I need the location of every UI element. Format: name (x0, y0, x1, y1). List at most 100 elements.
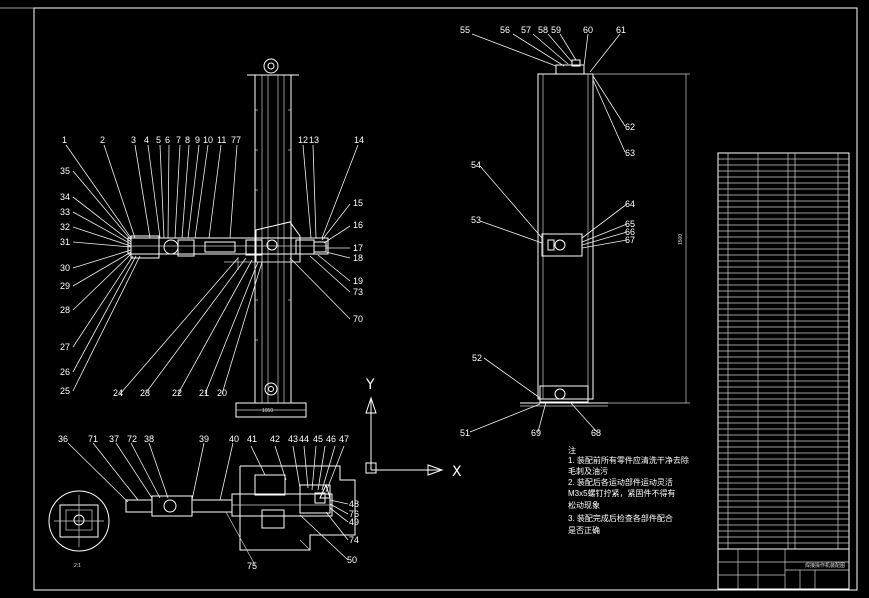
label-9: 9 (195, 135, 200, 145)
label-25: 25 (60, 386, 70, 396)
label-45: 45 (313, 434, 323, 444)
vertical-column (254, 74, 292, 404)
svg-text:1500: 1500 (678, 234, 684, 245)
arm-motor (163, 239, 179, 255)
label-5: 5 (156, 135, 161, 145)
label-35: 35 (60, 166, 70, 176)
label-49: 49 (349, 517, 359, 527)
label-26: 26 (60, 367, 70, 377)
label-2: 2 (100, 135, 105, 145)
label-59: 59 (551, 25, 561, 35)
label-34: 34 (60, 192, 70, 202)
label-32: 32 (60, 222, 70, 232)
label-16: 16 (353, 220, 363, 230)
note-line-2: 毛刺及油污 (568, 466, 608, 476)
drawing-frame (33, 7, 858, 591)
label-42: 42 (270, 434, 280, 444)
label-11: 11 (217, 135, 226, 145)
base-plate (239, 465, 356, 551)
svg-text:1050: 1050 (262, 408, 273, 414)
parts-list-table (717, 152, 850, 550)
label-53: 53 (471, 215, 481, 225)
label-44: 44 (299, 434, 309, 444)
label-8: 8 (185, 135, 190, 145)
plan-leaders (67, 442, 349, 561)
label-67: 67 (625, 235, 635, 245)
label-48: 48 (349, 499, 359, 509)
label-57: 57 (521, 25, 531, 35)
label-54: 54 (471, 160, 481, 170)
label-17: 17 (353, 243, 363, 253)
label-29: 29 (60, 281, 70, 291)
label-31: 31 (60, 237, 70, 247)
label-19: 19 (353, 276, 363, 286)
label-27: 27 (60, 342, 70, 352)
label-20: 20 (217, 388, 227, 398)
label-60: 60 (583, 25, 593, 35)
note-line-0: 注 (568, 445, 576, 455)
label-10: 10 (203, 135, 213, 145)
bottom-pulley (264, 382, 278, 396)
detail-scale-label: 2:1 (74, 563, 81, 569)
label-50: 50 (347, 555, 357, 565)
label-38: 38 (144, 434, 154, 444)
side-view: 1500 55 56 57 58 59 60 61 (460, 25, 690, 438)
plan-view: Y X (48, 377, 462, 571)
label-28: 28 (60, 305, 70, 315)
side-drive (539, 385, 589, 403)
label-52: 52 (472, 353, 482, 363)
label-15: 15 (353, 198, 363, 208)
x-axis-label: X (452, 464, 462, 480)
note-line-3: 2. 装配后各运动部件运动灵活 (568, 477, 673, 487)
leaders-bottom (119, 257, 263, 395)
label-73: 73 (353, 287, 363, 297)
label-39: 39 (199, 434, 209, 444)
label-66: 66 (625, 227, 635, 237)
label-21: 21 (199, 388, 209, 398)
label-77: 77 (231, 135, 241, 145)
title-block: 焊接操作机装配图 (717, 548, 850, 590)
label-22: 22 (172, 388, 182, 398)
label-69: 69 (531, 428, 541, 438)
drawing-title: 焊接操作机装配图 (805, 562, 845, 569)
torch-head (125, 499, 153, 513)
label-36: 36 (58, 434, 68, 444)
label-24: 24 (113, 388, 123, 398)
label-12: 12 (298, 135, 308, 145)
y-axis-label: Y (365, 377, 375, 393)
label-51: 51 (460, 428, 470, 438)
label-3: 3 (131, 135, 136, 145)
top-pulley (263, 58, 279, 74)
label-47: 47 (339, 434, 349, 444)
label-37: 37 (109, 434, 119, 444)
label-76: 76 (349, 509, 359, 519)
label-18: 18 (353, 253, 363, 263)
label-33: 33 (60, 207, 70, 217)
label-14: 14 (354, 135, 364, 145)
leaders-right (289, 203, 351, 320)
label-61: 61 (616, 25, 626, 35)
label-64: 64 (625, 199, 635, 209)
label-55: 55 (460, 25, 470, 35)
label-43: 43 (288, 434, 298, 444)
label-75: 75 (247, 561, 257, 571)
label-71: 71 (88, 434, 98, 444)
technical-notes: 注 1. 装配前所有零件应清洗干净去除 毛刺及油污 2. 装配后各运动部件运动灵… (568, 445, 689, 535)
label-68: 68 (591, 428, 601, 438)
front-view: 1050 (60, 58, 364, 418)
carriage (255, 221, 301, 263)
leaders-top (65, 144, 359, 239)
note-line-1: 1. 装配前所有零件应清洗干净去除 (568, 455, 689, 465)
label-1: 1 (62, 135, 67, 145)
label-41: 41 (247, 434, 257, 444)
label-72: 72 (127, 434, 137, 444)
label-4: 4 (144, 135, 149, 145)
note-line-6: 3. 装配完成后检查各部件配合 (568, 513, 673, 523)
label-63: 63 (625, 148, 635, 158)
label-13: 13 (309, 135, 319, 145)
side-column (537, 73, 594, 400)
label-7: 7 (176, 135, 181, 145)
label-40: 40 (229, 434, 239, 444)
note-line-4: M3x5螺钉拧紧，紧固件不得有 (568, 488, 676, 498)
leaders-left (72, 170, 141, 392)
